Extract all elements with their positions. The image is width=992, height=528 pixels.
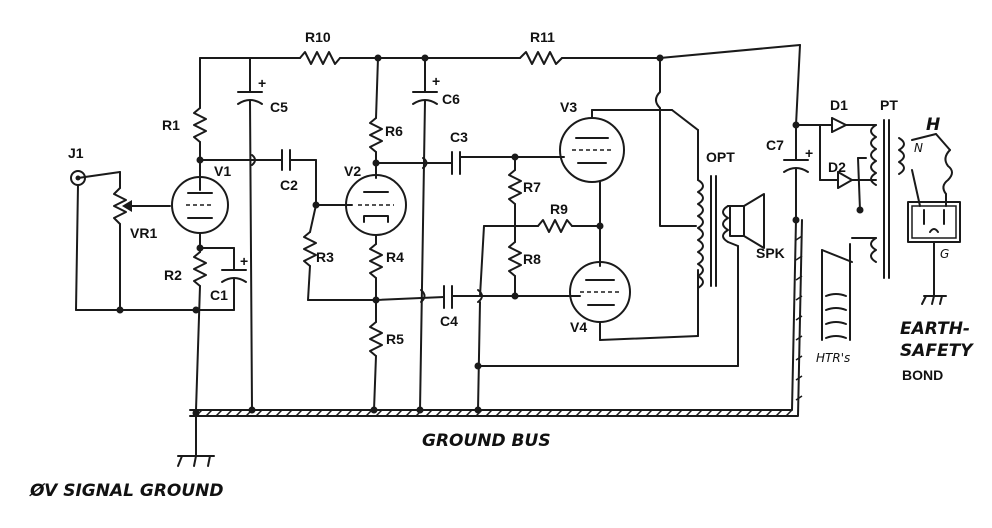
mains-input [907, 133, 961, 305]
earth-label-line1: EARTH- [900, 319, 970, 339]
spk-label: SPK [756, 245, 785, 261]
d2-label: D2 [828, 159, 846, 175]
r5-resistor [369, 321, 383, 357]
r6-label: R6 [385, 123, 403, 139]
r11-label: R11 [530, 29, 555, 45]
v2-label: V2 [344, 163, 361, 179]
signal-ground-symbol [177, 415, 215, 467]
c3-capacitor [445, 151, 565, 175]
c5-label: C5 [270, 99, 288, 115]
c5-capacitor [237, 57, 263, 411]
speaker [477, 193, 765, 367]
r4-resistor [369, 243, 383, 279]
heater-string [821, 243, 853, 341]
c6-label: C6 [442, 91, 460, 107]
c4-capacitor [375, 285, 581, 309]
c6-capacitor [412, 57, 438, 411]
v2-tube [345, 174, 407, 236]
c4-label: C4 [440, 313, 458, 329]
c7-label: C7 [766, 137, 784, 153]
c3-label: C3 [450, 129, 468, 145]
r1-resistor [193, 107, 207, 143]
hot-label: H [926, 115, 940, 135]
ground-bus-label: GROUND BUS [422, 431, 551, 451]
r6-resistor [369, 117, 383, 153]
r8-label: R8 [523, 251, 541, 267]
power-transformer [851, 119, 905, 279]
earth-label-line3: BOND [902, 367, 943, 383]
earth-label-line2: SAFETY [900, 341, 974, 361]
v1-label: V1 [214, 163, 231, 179]
r2-resistor [193, 251, 207, 287]
output-transformer [697, 175, 729, 289]
neutral-label: N [914, 141, 923, 155]
c2-capacitor [271, 149, 317, 206]
j1-label: J1 [68, 145, 84, 161]
c1-capacitor [195, 247, 247, 311]
v4-tube [569, 261, 699, 341]
heaters-label: HTR's [816, 351, 850, 365]
c7-capacitor [783, 124, 809, 221]
ground-bus [189, 216, 803, 417]
r7-resistor [508, 169, 522, 205]
d1-label: D1 [830, 97, 848, 113]
ground-pin-label: G [940, 247, 949, 261]
signal-ground-label: ØV SIGNAL GROUND [29, 481, 224, 501]
r2-label: R2 [164, 267, 182, 283]
d1-diode [831, 117, 877, 133]
opt-label: OPT [706, 149, 735, 165]
c2-label: C2 [280, 177, 298, 193]
r5-label: R5 [386, 331, 404, 347]
c7-polarity: + [805, 145, 813, 161]
r9-resistor [537, 219, 573, 233]
r10-label: R10 [305, 29, 331, 45]
r1-label: R1 [162, 117, 180, 133]
c1-label: C1 [210, 287, 228, 303]
r3-label: R3 [316, 249, 334, 265]
c6-polarity: + [432, 73, 440, 89]
input-jack [70, 170, 197, 311]
pt-label: PT [880, 97, 898, 113]
v3-tube [559, 109, 661, 183]
v4-label: V4 [570, 319, 587, 335]
c5-polarity: + [258, 75, 266, 91]
r3-resistor [303, 231, 317, 267]
v3-label: V3 [560, 99, 577, 115]
volume-pot [113, 171, 171, 314]
vr1-label: VR1 [130, 225, 157, 241]
b-plus-rail [199, 44, 801, 126]
r9-label: R9 [550, 201, 568, 217]
r7-label: R7 [523, 179, 541, 195]
r4-label: R4 [386, 249, 404, 265]
c1-polarity: + [240, 253, 248, 269]
r8-resistor [508, 241, 522, 277]
